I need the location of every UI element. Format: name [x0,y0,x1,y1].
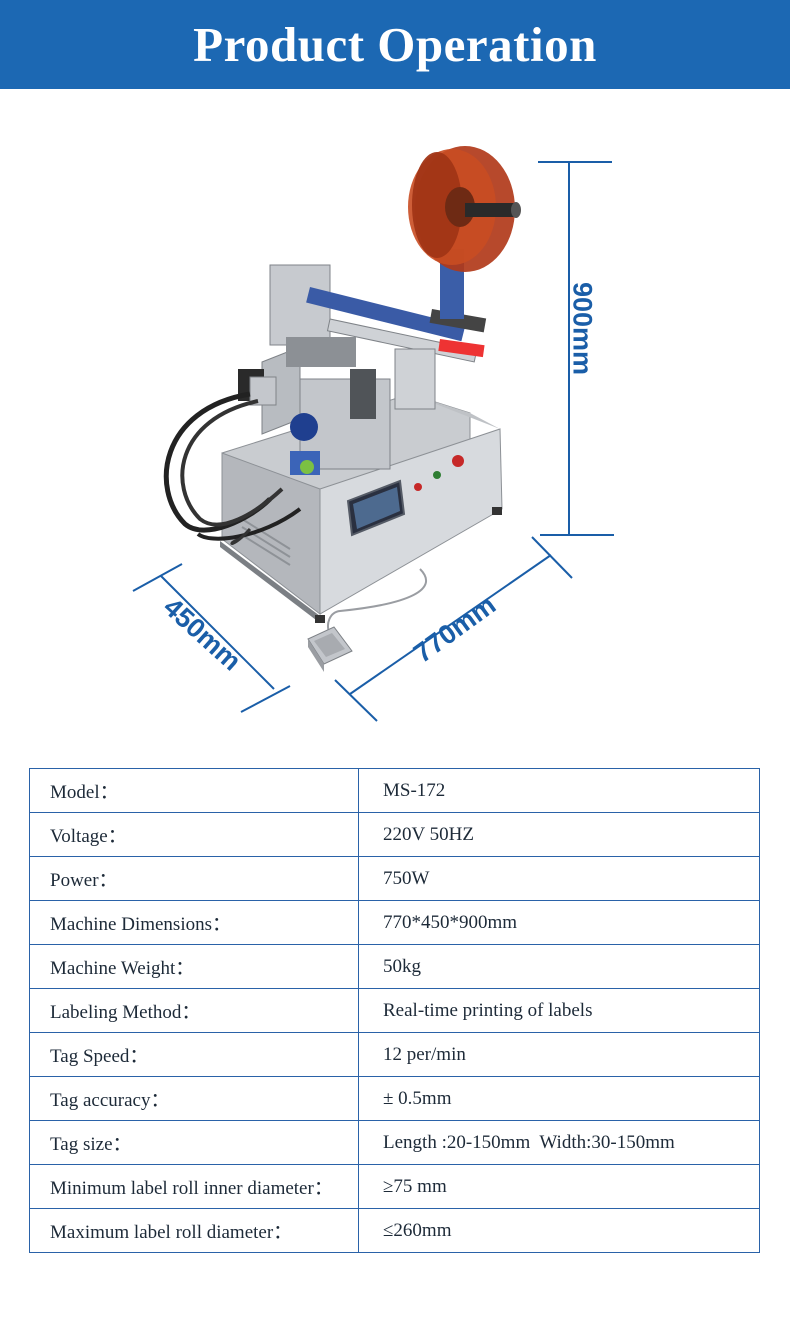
spec-label-labeling-method: Labeling Method： [29,988,359,1033]
label-roll [408,146,521,272]
spec-label-max-roll-diameter: Maximum label roll diameter： [29,1208,359,1253]
table-row: Tag Speed： 12 per/min [29,1032,760,1077]
height-dimension-label: 900mm [567,281,598,376]
spec-label-min-roll-inner-diameter: Minimum label roll inner diameter： [29,1164,359,1209]
label-applicator [261,249,487,475]
spec-label-weight: Machine Weight： [29,944,359,989]
spec-table: Model： MS-172 Voltage： 220V 50HZ Power： … [29,768,760,1253]
spec-label-power: Power： [29,856,359,901]
spec-label-voltage: Voltage： [29,812,359,857]
spec-value-power: 750W [358,856,760,901]
table-row: Maximum label roll diameter： ≤260mm [29,1208,760,1253]
spec-value-tag-accuracy: ± 0.5mm [358,1076,760,1121]
spec-label-tag-size: Tag size： [29,1120,359,1165]
spec-label-model: Model： [29,768,359,813]
spec-value-model: MS-172 [358,768,760,813]
machine-illustration [132,146,614,722]
spec-value-tag-size: Length :20-150mm Width:30-150mm [358,1120,760,1165]
table-row: Machine Weight： 50kg [29,944,760,989]
spec-label-tag-speed: Tag Speed： [29,1032,359,1077]
table-row: Minimum label roll inner diameter： ≥75 m… [29,1164,760,1209]
table-row: Machine Dimensions： 770*450*900mm [29,900,760,945]
table-row: Labeling Method： Real-time printing of l… [29,988,760,1033]
spec-label-dimensions: Machine Dimensions： [29,900,359,945]
page-title: Product Operation [193,17,597,72]
spec-value-tag-speed: 12 per/min [358,1032,760,1077]
table-row: Power： 750W [29,856,760,901]
spec-value-dimensions: 770*450*900mm [358,900,760,945]
header-banner: Product Operation [0,0,790,89]
dimension-lines [132,161,614,722]
spec-value-max-roll-diameter: ≤260mm [358,1208,760,1253]
spec-label-tag-accuracy: Tag accuracy： [29,1076,359,1121]
spec-value-labeling-method: Real-time printing of labels [358,988,760,1033]
spec-value-min-roll-inner-diameter: ≥75 mm [358,1164,760,1209]
motor-and-cables [163,369,427,635]
foot-pedal [307,626,353,672]
machine-body [220,393,503,623]
spec-value-voltage: 220V 50HZ [358,812,760,857]
table-row: Voltage： 220V 50HZ [29,812,760,857]
table-row: Model： MS-172 [29,768,760,813]
spec-value-weight: 50kg [358,944,760,989]
table-row: Tag accuracy： ± 0.5mm [29,1076,760,1121]
table-row: Tag size： Length :20-150mm Width:30-150m… [29,1120,760,1165]
product-figure: 900mm 770mm 450mm [0,89,790,749]
